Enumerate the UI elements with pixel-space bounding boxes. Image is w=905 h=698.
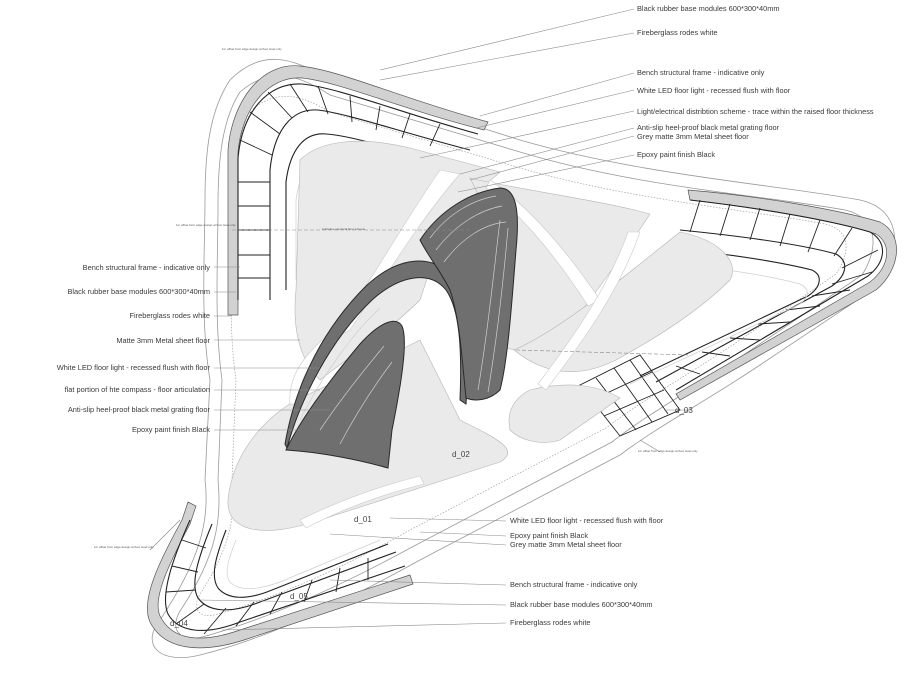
label-left-grating-floor: Anti-slip heel-proof black metal grating… [68,405,211,414]
outer-boundary [151,58,896,659]
label-left-metal-sheet: Matte 3mm Metal sheet floor [116,336,210,345]
label-bottom-fiberglass-rods: Fireberglass rodes white [510,618,591,627]
tag-d01: d_01 [354,515,372,524]
note-offset-right: 1m offset from edge design at floor leve… [638,449,698,453]
note-offset-bottom: 1m offset from edge design at floor leve… [94,545,154,549]
label-bottom-epoxy: Epoxy paint finish Black [510,531,588,540]
tag-d03: d_03 [675,406,693,415]
label-top-epoxy: Epoxy paint finish Black [637,150,715,159]
small-notes: 1m offset from edge design at floor leve… [94,47,698,549]
tag-d02: d_02 [452,450,470,459]
note-offset-top: 1m offset from edge design at floor leve… [222,47,282,51]
note-center: indicative electrical floor scheme [322,227,366,231]
labels-left: Bench structural frame - indicative only… [57,263,211,434]
label-left-epoxy: Epoxy paint finish Black [132,425,210,434]
leader-lines [149,8,691,631]
central-sculpture [284,187,518,469]
note-offset-left: 1m offset form edge design at floor leve… [176,223,236,227]
label-left-rubber-modules: Black rubber base modules 600*300*40mm [67,287,210,296]
label-bottom-metal-sheet: Grey matte 3mm Metal sheet floor [510,540,622,549]
bench-top-left [227,65,489,316]
label-left-compass: flat portion of hte compass - floor arti… [65,385,210,394]
label-left-bench-frame: Bench structural frame - indicative only [83,263,211,272]
label-top-fiberglass-rods: Fireberglass rodes white [637,28,718,37]
bench-bottom-left [147,501,414,649]
labels-bottom: White LED floor light - recessed flush w… [510,516,664,627]
label-top-bench-frame: Bench structural frame - indicative only [637,68,765,77]
label-bottom-rubber-modules: Black rubber base modules 600*300*40mm [510,600,653,609]
label-left-led-light: White LED floor light - recessed flush w… [57,363,211,372]
tag-d04: d_04 [170,619,188,628]
label-left-fiberglass-rods: Fireberglass rodes white [129,311,210,320]
label-bottom-bench-frame: Bench structural frame - indicative only [510,580,638,589]
label-top-rubber-modules: Black rubber base modules 600*300*40mm [637,4,780,13]
label-top-metal-sheet: Grey matte 3mm Metal sheet floor [637,132,749,141]
label-top-electrical-scheme: Light/electrical distribtion scheme - tr… [637,107,874,116]
labels-top: Black rubber base modules 600*300*40mm F… [637,4,874,159]
label-top-led-light: White LED floor light - recessed flush w… [637,86,791,95]
tag-d05: d_05 [290,592,308,601]
label-top-grating-floor: Anti-slip heel-proof black metal grating… [637,123,780,132]
section-tags: d_01 d_02 d_03 d_04 d_05 [170,406,693,628]
label-bottom-led-light: White LED floor light - recessed flush w… [510,516,664,525]
